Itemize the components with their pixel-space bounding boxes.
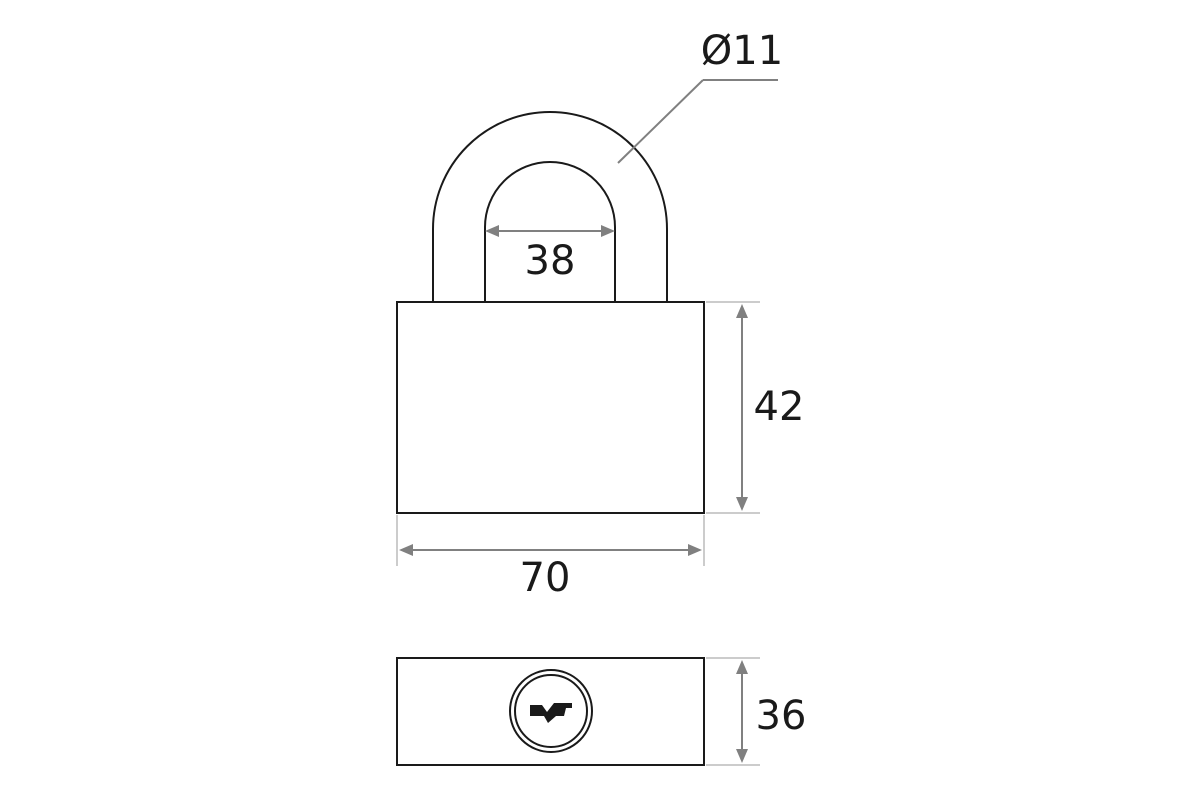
arrowhead-right — [688, 544, 702, 556]
arrowhead-right — [601, 225, 615, 237]
shackle-inner-width-dimension: 38 — [485, 225, 615, 284]
body-height-dimension: 42 — [706, 302, 804, 513]
bottom-view: 36 — [397, 658, 806, 765]
arrowhead-down — [736, 749, 748, 763]
padlock-body-outline — [397, 302, 704, 513]
arrowhead-left — [399, 544, 413, 556]
shackle-diameter-label: Ø11 — [701, 28, 783, 74]
body-width-dimension: 70 — [397, 515, 704, 601]
arrowhead-left — [485, 225, 499, 237]
diameter-leader-line — [618, 80, 703, 163]
arrowhead-down — [736, 497, 748, 511]
front-view: Ø11 38 42 70 — [397, 28, 804, 601]
arrowhead-up — [736, 304, 748, 318]
body-depth-label: 36 — [756, 693, 807, 739]
body-width-label: 70 — [520, 555, 571, 601]
body-depth-dimension: 36 — [706, 658, 806, 765]
arrowhead-up — [736, 660, 748, 674]
shackle-diameter-dimension: Ø11 — [618, 28, 783, 163]
body-height-label: 42 — [754, 384, 805, 430]
keyhole-icon — [510, 670, 592, 752]
key-slot — [530, 703, 572, 723]
shackle-inner-width-label: 38 — [525, 238, 576, 284]
